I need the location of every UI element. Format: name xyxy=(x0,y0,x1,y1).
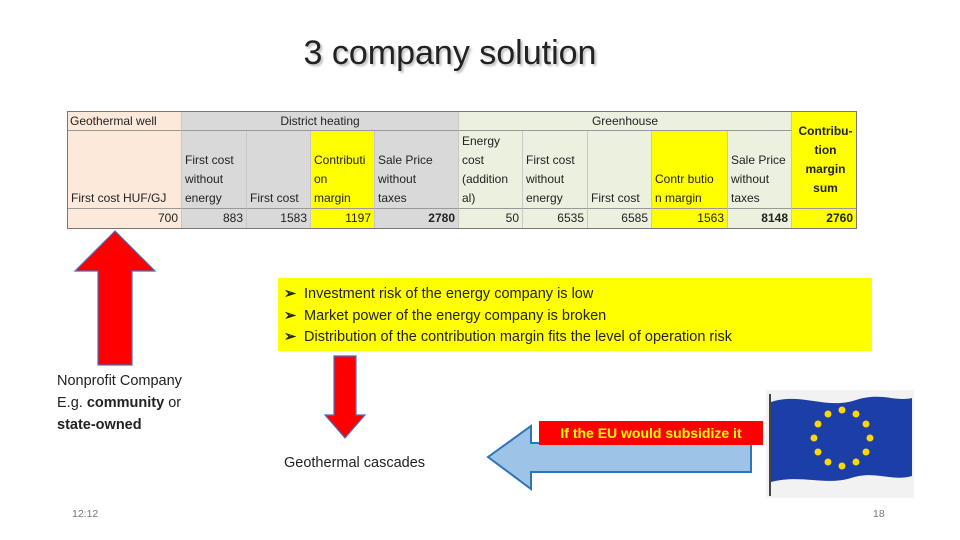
bullet-text: Market power of the energy company is br… xyxy=(304,307,607,324)
value-first-cost-huf-gj: 700 xyxy=(68,208,182,228)
arrow-bullet-icon: ➢ xyxy=(284,329,297,345)
down-arrow-icon xyxy=(323,355,367,439)
eu-flag-image xyxy=(766,390,914,498)
nonprofit-line-3: state-owned xyxy=(57,417,142,433)
slide-number: 18 xyxy=(873,508,885,520)
col-label-gh-contribution-margin: Contr butio n margin xyxy=(652,131,728,208)
header-contribution-margin-sum: Contribu- tion margin sum xyxy=(792,112,856,208)
value-gh-energy-cost: 50 xyxy=(459,208,523,228)
col-label-dh-first-cost: First cost xyxy=(247,131,311,208)
bullet-item: ➢ Distribution of the contribution margin… xyxy=(284,327,872,349)
value-dh-contribution-margin: 1197 xyxy=(311,208,375,228)
col-label-first-cost-huf-gj: First cost HUF/GJ xyxy=(68,131,182,208)
col-label-gh-energy-cost: Energy cost (addition al) xyxy=(459,131,523,208)
col-label-dh-contribution-margin: Contributi on margin xyxy=(311,131,375,208)
key-points-box: ➢ Investment risk of the energy company i… xyxy=(278,278,872,351)
eu-subsidy-label: If the EU would subsidize it xyxy=(539,421,763,445)
header-geothermal-well: Geothermal well xyxy=(68,112,182,131)
flag-cloth-icon xyxy=(771,396,912,482)
up-arrow-icon xyxy=(73,230,157,366)
slide-time: 12:12 xyxy=(72,508,99,520)
arrow-bullet-icon: ➢ xyxy=(284,286,297,302)
value-gh-contribution-margin: 1563 xyxy=(652,208,728,228)
geothermal-cascades-label: Geothermal cascades xyxy=(284,455,426,471)
bullet-text: Distribution of the contribution margin … xyxy=(304,329,732,345)
bullet-item: ➢ Investment risk of the energy company i… xyxy=(284,284,872,306)
value-gh-sale-price: 8148 xyxy=(728,208,792,228)
col-label-dh-first-cost-without-energy: First cost without energy xyxy=(182,131,247,208)
nonprofit-line-2: E.g. community or xyxy=(57,395,182,411)
value-dh-first-cost-without-energy: 883 xyxy=(182,208,247,228)
arrow-bullet-icon: ➢ xyxy=(284,307,297,324)
col-label-dh-sale-price: Sale Price without taxes xyxy=(375,131,459,208)
header-greenhouse: Greenhouse xyxy=(459,112,792,131)
slide-title: 3 company solution xyxy=(303,34,597,72)
nonprofit-company-text: Nonprofit Company E.g. community or stat… xyxy=(57,370,182,436)
bullet-text: Investment risk of the energy company is… xyxy=(304,286,594,302)
value-gh-first-cost: 6585 xyxy=(588,208,652,228)
eu-stars-icon xyxy=(810,406,874,470)
cost-table: Geothermal well District heating Greenho… xyxy=(67,111,857,229)
nonprofit-line-1: Nonprofit Company xyxy=(57,373,182,389)
col-label-gh-first-cost: First cost xyxy=(588,131,652,208)
left-arrow-icon xyxy=(486,424,752,491)
value-gh-first-cost-without-energy: 6535 xyxy=(523,208,588,228)
col-label-gh-first-cost-without-energy: First cost without energy xyxy=(523,131,588,208)
value-dh-sale-price: 2780 xyxy=(375,208,459,228)
value-dh-first-cost: 1583 xyxy=(247,208,311,228)
header-district-heating: District heating xyxy=(182,112,459,131)
col-label-gh-sale-price: Sale Price without taxes xyxy=(728,131,792,208)
bullet-item: ➢ Market power of the energy company is b… xyxy=(284,306,872,328)
value-contribution-margin-sum: 2760 xyxy=(792,208,856,228)
